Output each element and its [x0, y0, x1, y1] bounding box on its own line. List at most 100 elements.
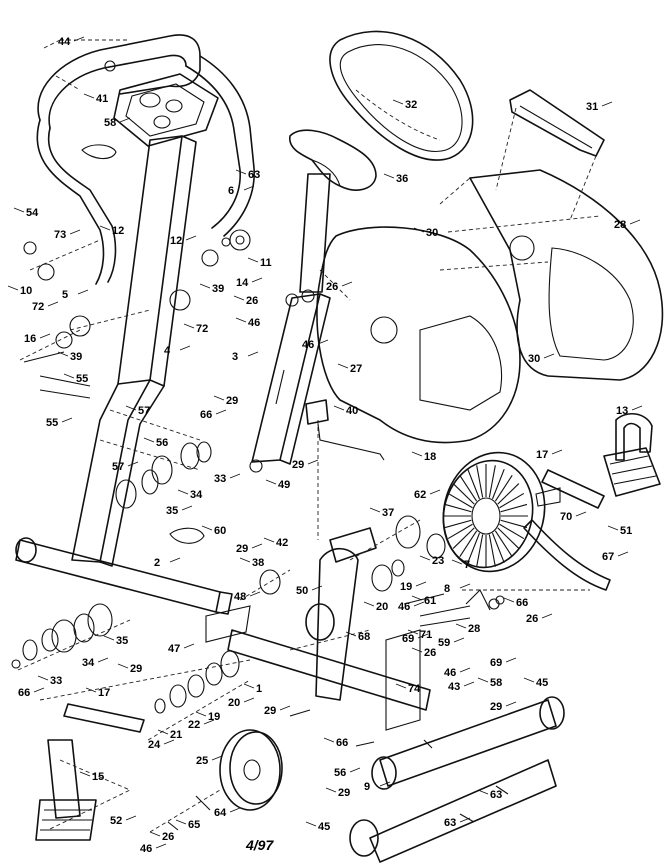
callout-leader	[601, 101, 613, 107]
flywheel-spoke	[452, 483, 475, 505]
callout-leader	[455, 623, 467, 629]
callout-26d: 26	[424, 647, 436, 659]
callout-leader	[631, 405, 643, 411]
callout-4: 4	[164, 345, 171, 357]
callout-leader	[349, 767, 361, 773]
callout-leader	[411, 451, 423, 457]
callout-54: 54	[26, 207, 39, 219]
callout-66c: 66	[18, 687, 30, 699]
callout-58b: 58	[490, 677, 502, 689]
console-assembly	[81, 60, 219, 160]
callout-leader	[459, 817, 471, 823]
callout-leader	[181, 505, 193, 511]
crank-arm-right	[541, 469, 605, 509]
callout-leader	[419, 555, 431, 561]
shroud-right	[439, 169, 664, 381]
callout-leader	[305, 821, 317, 827]
callout-66b: 66	[516, 597, 528, 609]
callout-26b: 26	[326, 281, 338, 293]
callout-leader	[83, 93, 95, 99]
callout-leader	[453, 637, 465, 643]
callout-leader	[459, 583, 471, 589]
callout-60: 60	[214, 525, 226, 537]
callout-leader	[243, 697, 255, 703]
flywheel	[442, 451, 546, 573]
callout-leader	[413, 601, 425, 607]
drive-belt	[329, 30, 474, 161]
callout-leader	[243, 185, 255, 191]
callout-leader	[235, 169, 247, 175]
callout-28b: 28	[468, 623, 480, 635]
hardware-set-a	[23, 229, 251, 399]
callout-leader	[541, 613, 553, 619]
upright-mast	[71, 135, 197, 567]
callout-leader	[235, 317, 247, 323]
callout-63c: 63	[444, 817, 456, 829]
callout-leader	[341, 281, 353, 287]
flywheel-spoke	[467, 532, 481, 564]
callout-24: 24	[148, 739, 161, 751]
flywheel-spoke	[444, 503, 472, 513]
callout-leader	[451, 559, 463, 565]
callout-69b: 69	[490, 657, 502, 669]
shroud-left	[316, 226, 521, 444]
hardware-set-b	[115, 441, 263, 544]
flywheel-spoke	[476, 465, 484, 498]
callout-35a: 35	[166, 505, 178, 517]
transport-wheel	[219, 729, 283, 811]
callout-leader	[125, 405, 137, 411]
callout-leader	[57, 351, 69, 357]
hardware-set-d	[154, 569, 281, 714]
callout-36: 36	[396, 173, 408, 185]
callout-leader	[323, 737, 335, 743]
callout-70: 70	[560, 511, 572, 523]
callout-leader	[392, 99, 404, 105]
callout-46a: 46	[248, 317, 260, 329]
flywheel-spoke	[494, 475, 513, 502]
callout-61: 61	[424, 595, 436, 607]
callout-leader	[243, 683, 255, 689]
callout-22: 22	[188, 719, 200, 731]
callout-50: 50	[296, 585, 308, 597]
callout-66d: 66	[336, 737, 348, 749]
callout-leader	[203, 719, 215, 725]
callout-leader	[265, 479, 277, 485]
callout-42: 42	[276, 537, 288, 549]
callout-leader	[125, 815, 137, 821]
callout-leader	[37, 675, 49, 681]
callout-leader	[117, 663, 129, 669]
callout-16: 16	[24, 333, 36, 345]
callout-56a: 56	[156, 437, 168, 449]
callout-leader	[429, 489, 441, 495]
callout-leader	[47, 301, 59, 307]
callout-64: 64	[214, 807, 227, 819]
seat-post	[251, 173, 331, 465]
flywheel-spoke	[491, 468, 505, 500]
callout-34b: 34	[82, 657, 95, 669]
callout-52: 52	[110, 815, 122, 827]
callout-leader	[413, 227, 425, 233]
callout-leader	[183, 323, 195, 329]
flywheel-spoke	[500, 519, 528, 529]
callout-55a: 55	[76, 373, 88, 385]
callout-leader	[337, 363, 349, 369]
callout-leader	[251, 277, 263, 283]
callout-leader	[379, 781, 391, 787]
brake-band	[523, 519, 611, 591]
callout-leader	[417, 633, 429, 639]
callout-37: 37	[382, 507, 394, 519]
main-frame	[15, 527, 431, 711]
callout-leader	[7, 285, 19, 291]
callout-leader	[607, 525, 619, 531]
callout-19b: 19	[208, 711, 220, 723]
callout-29b: 29	[292, 459, 304, 471]
callout-62: 62	[414, 489, 426, 501]
callout-1: 1	[256, 683, 262, 695]
callout-27: 27	[350, 363, 362, 375]
callout-46e: 46	[140, 843, 152, 855]
flywheel-spoke	[499, 492, 525, 509]
callout-leader	[307, 459, 319, 465]
callout-45b: 45	[318, 821, 330, 833]
callout-46c: 46	[398, 601, 410, 613]
callout-63a: 63	[248, 169, 260, 181]
